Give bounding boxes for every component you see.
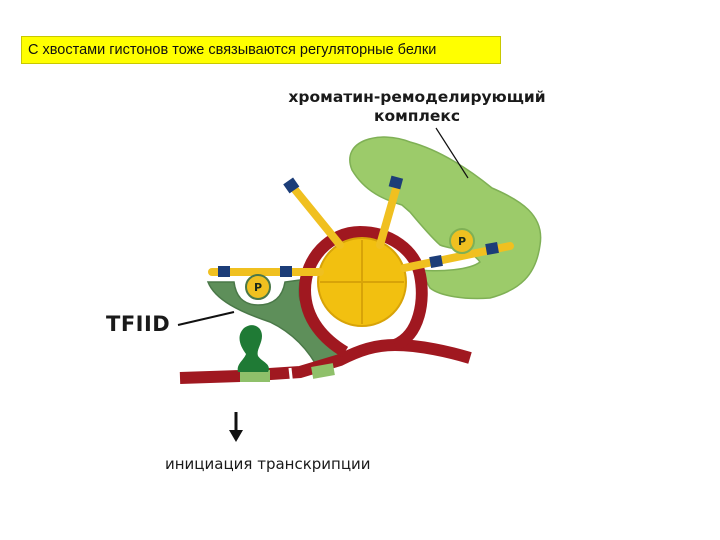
mark-tail-ul <box>283 177 300 194</box>
pointer-complex <box>435 127 469 179</box>
dna-wrap <box>298 225 428 358</box>
mark-tail-right-1 <box>429 255 443 268</box>
dna-break <box>288 367 294 387</box>
complex-label-line2: комплекс <box>373 107 461 125</box>
phosphate-tfiid: P <box>245 274 271 300</box>
svg-text:P: P <box>254 281 262 294</box>
mark-tail-left-2 <box>280 266 292 277</box>
histone-tail-upper-right <box>376 178 402 249</box>
svg-text:P: P <box>458 235 466 248</box>
histone-tail-upper-left <box>288 182 344 249</box>
tbp-protein <box>237 325 269 372</box>
dna-promoter-segment <box>240 370 270 382</box>
mark-tail-left-1 <box>218 266 230 277</box>
complex-label: хроматин-ремоделирующий комплекс <box>272 88 562 126</box>
dna-strand-left <box>179 338 472 384</box>
phosphate-remodeler: P <box>449 228 475 254</box>
complex-label-line1: хроматин-ремоделирующий <box>288 88 546 106</box>
initiation-label: инициация транскрипции <box>165 455 371 473</box>
mark-tail-ur <box>388 175 404 190</box>
mark-tail-right-2 <box>485 242 499 255</box>
slide-title: С хвостами гистонов тоже связываются рег… <box>21 36 501 64</box>
arrow-head <box>229 430 243 442</box>
tfiid-label: TFIID <box>106 312 171 336</box>
pointer-tfiid <box>177 311 235 326</box>
dna-segment <box>311 363 335 379</box>
